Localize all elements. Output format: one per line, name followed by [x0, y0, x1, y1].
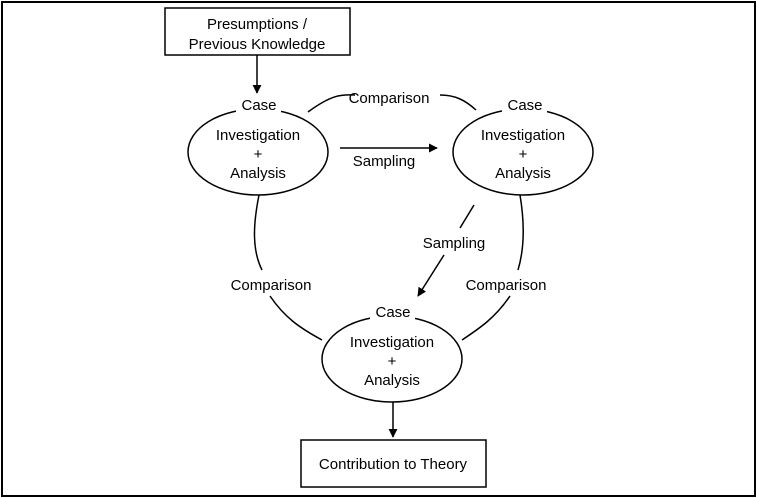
case-1-line2: +: [254, 146, 263, 163]
case-3-line3: Analysis: [364, 372, 420, 389]
curve-left-comparison: [255, 195, 330, 350]
curve-right-comparison-upper: [517, 194, 524, 271]
curve-top-comparison-right: [439, 94, 477, 111]
curve-top-comparison: [307, 94, 356, 113]
case-node-2: Case Investigation + Analysis: [452, 95, 594, 196]
label-right-comparison: Comparison: [466, 277, 547, 294]
case-node-3: Case Investigation + Analysis: [321, 302, 463, 403]
case-2-line1: Investigation: [481, 127, 565, 144]
case-3-line2: +: [388, 353, 397, 370]
presumptions-line1: Presumptions /: [207, 16, 308, 33]
presumptions-box: Presumptions / Previous Knowledge: [164, 7, 351, 56]
case-3-tag: Case: [375, 304, 410, 321]
contribution-label: Contribution to Theory: [319, 456, 468, 473]
case-2-tag: Case: [507, 97, 542, 114]
case-2-line3: Analysis: [495, 165, 551, 182]
arrow-sampling-diag-upper: [459, 204, 475, 229]
case-3-line1: Investigation: [350, 334, 434, 351]
contribution-box: Contribution to Theory: [300, 439, 487, 488]
curve-left-comparison-upper: [253, 194, 263, 271]
case-1-tag: Case: [241, 97, 276, 114]
label-top-sampling: Sampling: [353, 153, 416, 170]
case-2-line2: +: [519, 146, 528, 163]
curve-right-comparison-lower: [461, 295, 511, 341]
case-node-1: Case Investigation + Analysis: [187, 95, 329, 196]
label-diag-sampling: Sampling: [423, 235, 486, 252]
arrow-sampling-case2-to-case3: [417, 254, 445, 297]
presumptions-line2: Previous Knowledge: [189, 36, 326, 53]
case-1-line1: Investigation: [216, 127, 300, 144]
case-1-line3: Analysis: [230, 165, 286, 182]
label-top-comparison: Comparison: [349, 90, 430, 107]
label-left-comparison: Comparison: [231, 277, 312, 294]
curve-left-comparison-lower: [269, 295, 323, 341]
